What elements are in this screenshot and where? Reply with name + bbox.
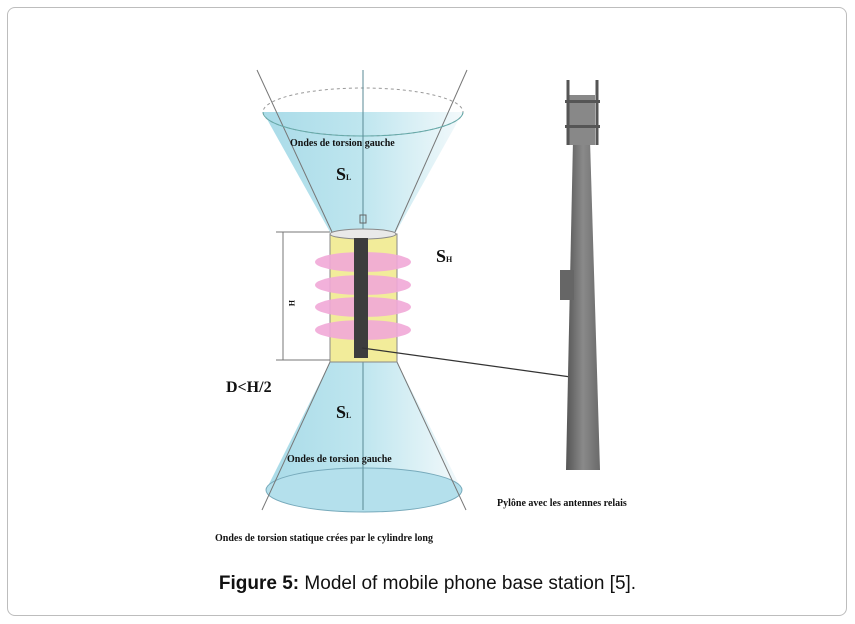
d-condition-label: D<H/2 [226,379,272,396]
pylon-label: Pylône avec les antennes relais [497,498,627,509]
caption-label: Figure 5: [218,573,300,594]
figure-caption: Figure 5: Model of mobile phone base sta… [0,573,855,595]
waves-bottom-label: Ondes de torsion gauche [287,454,392,465]
bottom-note-label: Ondes de torsion statique crées par le c… [215,533,433,544]
cylinder [315,214,411,363]
top-cone [256,69,468,233]
s-l-top-label: SL [336,164,351,184]
h-label: H [287,300,296,307]
s-l-bottom-label: SL [336,402,351,422]
figure-frame [7,7,847,616]
bottom-cone [261,361,467,513]
waves-top-label: Ondes de torsion gauche [290,138,395,149]
caption-text: Model of mobile phone base station [5]. [299,573,637,594]
connector-line [361,347,579,379]
s-h-label: SH [436,246,453,266]
pylon-tower [560,80,600,470]
height-dimension [276,231,330,361]
diagram-labels: Ondes de torsion gauche SL SH H D<H/2 SL… [215,138,627,544]
